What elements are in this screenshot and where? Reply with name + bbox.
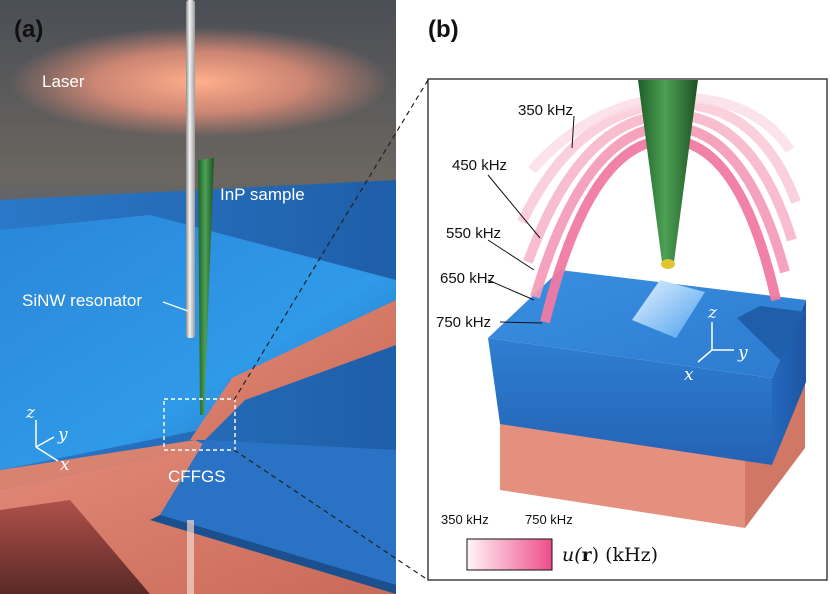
axis-a-x-label: x <box>60 455 70 475</box>
zoom-connector-bottom <box>233 449 429 581</box>
gap-glow <box>632 280 705 338</box>
shell-label-3: 650 kHz <box>440 270 495 287</box>
nanowire-b-body <box>638 80 698 262</box>
axes-a: z y x <box>25 403 70 475</box>
axis-a-y <box>35 436 55 448</box>
panel-a: (a) Laser InP sample SiNW resonator CFFG… <box>0 0 396 594</box>
sinw-resonator-label: SiNW resonator <box>22 291 142 310</box>
rod-reflection <box>187 520 194 594</box>
shadow-region <box>0 500 150 594</box>
gold-layer-upper <box>190 300 396 440</box>
leader-550 <box>487 239 535 271</box>
laser-label: Laser <box>42 72 85 91</box>
axis-b-z-label: z <box>707 303 718 323</box>
quantity-u: u( <box>562 544 582 566</box>
axis-a-y-label: y <box>57 425 68 445</box>
quantity-r: r <box>582 544 593 566</box>
nanowire-b <box>638 80 698 269</box>
zoom-box <box>163 398 236 451</box>
axis-b-y-label: y <box>737 343 748 363</box>
leader-350 <box>571 115 575 149</box>
colorbar-gradient <box>466 538 553 571</box>
shell-label-2: 550 kHz <box>446 225 501 242</box>
sinw-resonator-rod <box>186 0 195 338</box>
colorbar: 350 kHz 750 kHz u(r) (kHz) <box>441 512 658 571</box>
axis-b-x-label: x <box>684 365 694 385</box>
leader-750 <box>499 321 543 324</box>
inp-sample-nanowire <box>198 158 214 415</box>
panel-b-tag: (b) <box>428 16 459 43</box>
colorbar-min-label: 350 kHz <box>441 512 489 527</box>
gold-layer-edge <box>0 440 205 490</box>
sinw-resonator-leader <box>162 301 189 312</box>
block-blue-front <box>488 338 772 465</box>
substrate-right-slab <box>160 440 396 585</box>
shell-label-0: 350 kHz <box>518 102 573 119</box>
colorbar-max-label: 750 kHz <box>525 512 573 527</box>
inp-sample-label: InP sample <box>220 185 305 204</box>
axes-b: z y x <box>684 303 748 385</box>
axis-b-x <box>697 349 713 363</box>
block-blue-side <box>772 300 806 465</box>
axis-a-x <box>35 446 59 462</box>
nanowire-b-tip <box>661 259 675 269</box>
quantity-units: ) (kHz) <box>592 544 658 566</box>
substrate-right-edge <box>150 515 396 594</box>
colorbar-quantity: u(r) (kHz) <box>562 544 658 566</box>
laser-glow <box>10 27 390 137</box>
shell-label-1: 450 kHz <box>452 157 507 174</box>
leader-450 <box>487 174 541 239</box>
shell-label-4: 750 kHz <box>436 314 491 331</box>
panel-a-tag: (a) <box>14 16 43 43</box>
axis-a-z-label: z <box>25 403 36 423</box>
block-gold-front <box>500 420 745 528</box>
cffgs-label: CFFGS <box>168 467 226 486</box>
substrate-bright <box>0 215 396 470</box>
panel-b: (b) 350 kHz 4 <box>427 16 828 581</box>
leader-650 <box>487 279 535 301</box>
block-notch <box>737 306 806 360</box>
